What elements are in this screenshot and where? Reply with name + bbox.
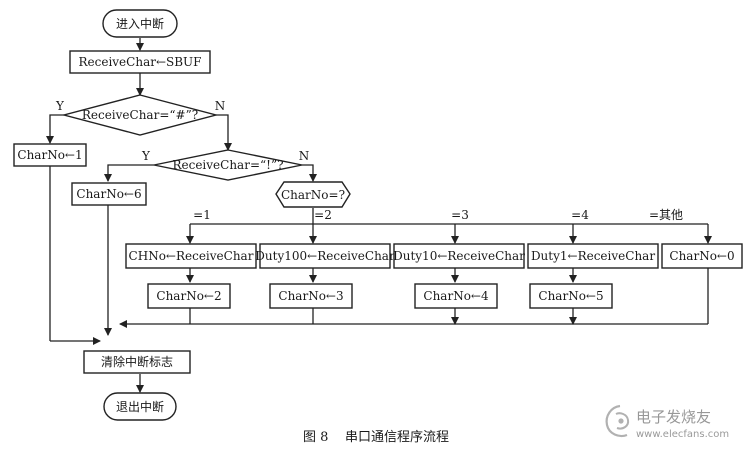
- watermark-name: 电子发烧友: [636, 408, 711, 426]
- set-1-label: CharNo←1: [17, 148, 82, 162]
- decision2-label: ReceiveChar=“!”?: [172, 158, 283, 172]
- node-receive: ReceiveChar←SBUF: [69, 50, 211, 74]
- action-1-label: CHNo←ReceiveChar: [129, 249, 254, 263]
- branch-labels: =1 =2 =3 =4 =其他: [193, 208, 683, 222]
- set-6-label: CharNo←6: [76, 187, 141, 201]
- node-decision2: ReceiveChar=“!”?: [153, 149, 303, 181]
- decision1-no-label: N: [215, 99, 226, 113]
- node-end: 退出中断: [103, 392, 177, 421]
- action-3-label: Duty10←ReceiveChar: [393, 249, 525, 263]
- switch-label: CharNo=?: [281, 188, 345, 202]
- end-label: 退出中断: [116, 399, 164, 414]
- next-5-label: CharNo←5: [538, 289, 603, 303]
- node-action-5: CharNo←0: [661, 243, 743, 269]
- branch-label-3: =3: [451, 208, 469, 222]
- node-action-4: Duty1←ReceiveChar: [527, 243, 659, 269]
- node-set-1: CharNo←1: [13, 143, 87, 167]
- branch-label-2: =2: [314, 208, 332, 222]
- next-3-label: CharNo←3: [278, 289, 343, 303]
- node-action-2: Duty100←ReceiveChar: [255, 243, 395, 269]
- receive-label: ReceiveChar←SBUF: [78, 55, 201, 69]
- branch-label-other: =其他: [649, 208, 683, 222]
- watermark: 电子发烧友 www.elecfans.com: [605, 404, 729, 440]
- edge-decision1-no: [216, 114, 229, 148]
- node-decision1: ReceiveChar=“#”?: [61, 94, 219, 136]
- node-next-5: CharNo←5: [529, 283, 613, 309]
- action-4-label: Duty1←ReceiveChar: [531, 249, 655, 263]
- edge-decision2-no: [302, 164, 317, 182]
- figure-caption: 图 8 串口通信程序流程: [303, 430, 449, 445]
- decision2-yes-label: Y: [141, 149, 151, 163]
- action-2-label: Duty100←ReceiveChar: [255, 249, 395, 263]
- edge-decision1-yes: [46, 114, 64, 144]
- node-clear: 清除中断标志: [83, 350, 191, 374]
- node-action-1: CHNo←ReceiveChar: [125, 243, 257, 269]
- clear-label: 清除中断标志: [101, 354, 173, 369]
- node-action-3: Duty10←ReceiveChar: [393, 243, 525, 269]
- node-next-4: CharNo←4: [414, 283, 498, 309]
- node-next-3: CharNo←3: [269, 283, 353, 309]
- decision1-label: ReceiveChar=“#”?: [82, 108, 198, 122]
- edge-decision2-yes: [104, 164, 154, 182]
- node-next-2: CharNo←2: [147, 283, 231, 309]
- next-2-label: CharNo←2: [156, 289, 221, 303]
- branch-label-1: =1: [193, 208, 211, 222]
- action-5-label: CharNo←0: [669, 249, 734, 263]
- start-label: 进入中断: [116, 16, 164, 31]
- branch-label-4: =4: [571, 208, 589, 222]
- node-start: 进入中断: [102, 9, 178, 38]
- watermark-url: www.elecfans.com: [636, 429, 729, 440]
- decision1-yes-label: Y: [55, 99, 65, 113]
- node-set-6: CharNo←6: [71, 182, 147, 206]
- watermark-logo-icon: [605, 404, 630, 438]
- node-switch: CharNo=?: [275, 181, 351, 208]
- next-4-label: CharNo←4: [423, 289, 489, 303]
- connectors: [46, 38, 712, 393]
- decision2-no-label: N: [299, 149, 310, 163]
